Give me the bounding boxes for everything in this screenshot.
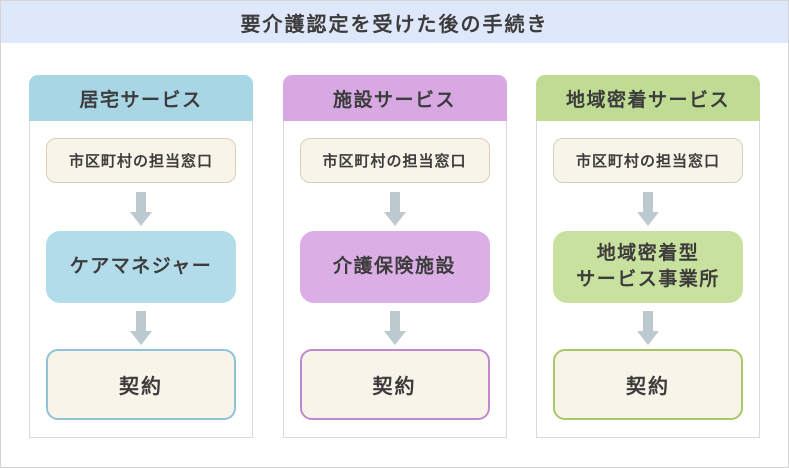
contract-box: 契約 (46, 349, 236, 420)
column-facility-services: 施設サービス 市区町村の担当窓口 介護保険施設 契約 (282, 75, 507, 438)
arrow-down-icon (130, 311, 152, 345)
arrow-stem (136, 311, 146, 331)
provider-box: ケアマネジャー (46, 231, 236, 303)
municipal-window-box: 市区町村の担当窓口 (553, 138, 743, 183)
arrow-head (637, 331, 659, 345)
title-bar: 要介護認定を受けた後の手続き (1, 1, 788, 43)
arrow-head (130, 331, 152, 345)
page-title: 要介護認定を受けた後の手続き (240, 13, 549, 36)
column-home-services: 居宅サービス 市区町村の担当窓口 ケアマネジャー 契約 (29, 75, 253, 438)
provider-box: 介護保険施設 (299, 231, 490, 303)
column-body: 市区町村の担当窓口 ケアマネジャー 契約 (29, 121, 253, 438)
provider-box: 地域密着型 サービス事業所 (553, 231, 743, 303)
contract-box: 契約 (299, 349, 490, 420)
arrow-head (383, 212, 406, 226)
arrow-head (637, 212, 659, 226)
arrow-stem (643, 311, 653, 331)
arrow-down-icon (130, 192, 152, 226)
column-community-services: 地域密着サービス 市区町村の担当窓口 地域密着型 サービス事業所 契約 (536, 75, 760, 438)
arrow-down-icon (637, 192, 659, 226)
arrow-down-icon (383, 192, 406, 226)
column-header-community: 地域密着サービス (536, 75, 760, 121)
municipal-window-box: 市区町村の担当窓口 (46, 138, 236, 183)
column-body: 市区町村の担当窓口 介護保険施設 契約 (282, 121, 507, 438)
contract-box: 契約 (553, 349, 743, 420)
arrow-stem (136, 192, 146, 212)
flow-columns: 居宅サービス 市区町村の担当窓口 ケアマネジャー 契約 施設サービス 市区町村の… (1, 75, 788, 438)
municipal-window-box: 市区町村の担当窓口 (299, 138, 490, 183)
arrow-stem (389, 192, 400, 212)
arrow-head (130, 212, 152, 226)
column-body: 市区町村の担当窓口 地域密着型 サービス事業所 契約 (536, 121, 760, 438)
arrow-down-icon (383, 311, 406, 345)
arrow-stem (643, 192, 653, 212)
arrow-stem (389, 311, 400, 331)
arrow-down-icon (637, 311, 659, 345)
column-header-home: 居宅サービス (29, 75, 253, 121)
column-header-facility: 施設サービス (282, 75, 507, 121)
arrow-head (383, 331, 406, 345)
